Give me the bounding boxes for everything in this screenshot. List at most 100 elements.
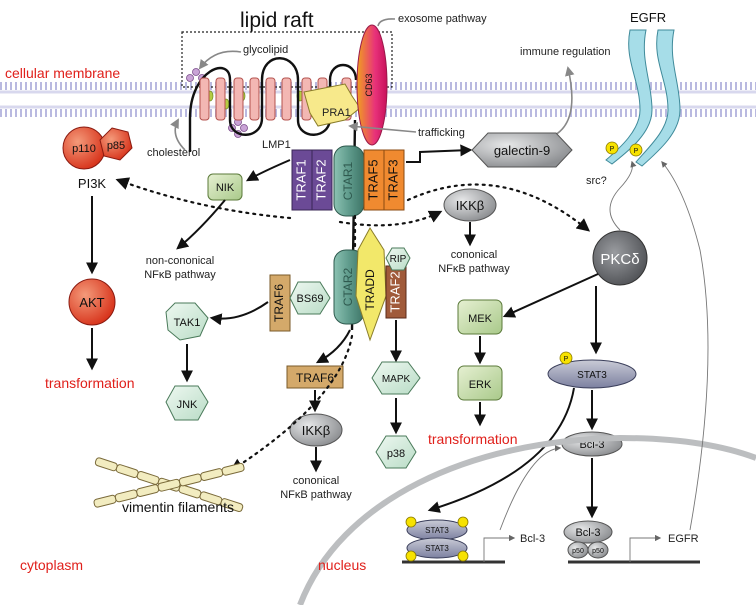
nucleus-label: nucleus [318, 557, 366, 573]
tak1-protein [165, 302, 209, 341]
nik-to-noncanonical-arrow [176, 199, 226, 250]
traf6-left-box [269, 274, 291, 332]
immune-label: immune regulation [520, 46, 611, 58]
erk-label: ERK [469, 379, 492, 391]
trafficking-label: trafficking [418, 127, 465, 139]
ikkb-bottom-label: IKKβ [302, 423, 330, 438]
cholesterol-pointer [170, 118, 186, 151]
nuclear-envelope [297, 434, 756, 605]
traf3-box [383, 149, 405, 211]
tak1-label: TAK1 [174, 317, 201, 329]
rip-label: RIP [390, 254, 407, 265]
traf2-box [311, 149, 333, 211]
traf3-to-galectin-arrow [406, 144, 473, 163]
stat3-to-nucleus-arrow [427, 387, 575, 513]
egfr-label: EGFR [630, 10, 666, 25]
stat3-nuclear-lower-label: STAT3 [425, 544, 449, 553]
transformation-label-left: transformation [45, 375, 134, 391]
trafficking-arrow [348, 121, 417, 133]
immune-arrow [554, 66, 575, 136]
bcl3-nuclear-protein [563, 520, 613, 544]
galectin9-label: galectin-9 [494, 143, 550, 158]
svg-text:P: P [564, 356, 569, 363]
traf2b-label: TRAF2 [387, 271, 402, 312]
p38-label: p38 [387, 448, 405, 460]
noncanonical-label-2: NFκB pathway [144, 269, 216, 281]
bcl3-nuclear-label: Bcl-3 [575, 527, 600, 539]
p110-label: p110 [72, 143, 96, 155]
rip-protein [385, 247, 411, 271]
mapk-protein [371, 361, 421, 395]
lipid-raft-label: lipid raft [240, 9, 314, 32]
canonical-top-label-1: cononical [451, 249, 497, 261]
traf6-bottom-box [286, 365, 344, 389]
p38-protein [375, 435, 417, 469]
pkcd-protein [592, 230, 648, 286]
canonical-top-label-2: NFκB pathway [438, 263, 510, 275]
cd63-label: CD63 [364, 73, 374, 96]
exosome-pointer [377, 18, 396, 27]
svg-text:P: P [634, 148, 639, 155]
jnk-protein [165, 385, 209, 421]
stat3-cyto-protein [547, 359, 637, 389]
pkcd-label: PKCδ [600, 251, 639, 268]
transformation-label-right: transformation [428, 431, 517, 447]
ctar1-to-pkcd-dotted [406, 183, 591, 232]
canonical-bottom-label-1: cononical [293, 475, 339, 487]
egfr-feedback-arrow [661, 161, 709, 531]
ctar2-label: CTAR2 [341, 267, 355, 306]
glycolipid-label: glycolipid [243, 44, 288, 56]
bs69-protein [289, 281, 331, 315]
pkcd-to-mek-arrow [502, 273, 599, 318]
egfr-phospho-sites: P P [605, 141, 643, 157]
svg-text:P: P [610, 146, 615, 153]
cholesterol-label: cholesterol [147, 147, 200, 159]
traf6-to-tak1-arrow [209, 301, 269, 326]
mapk-label: MAPK [382, 374, 411, 385]
bcl3-feedback-arrow [499, 445, 562, 531]
cd63-protein [356, 24, 388, 146]
traf2-label: TRAF2 [313, 159, 328, 200]
traf6-bottom-label: TRAF6 [296, 371, 334, 385]
p85-protein [99, 127, 133, 161]
bcl3-gene-label: Bcl-3 [520, 533, 545, 545]
canonical-bottom-label-2: NFκB pathway [280, 489, 352, 501]
ctar1-to-pi3k-dotted [115, 177, 292, 220]
stat3-nuclear-upper-label: STAT3 [425, 526, 449, 535]
mek-label: MEK [468, 313, 493, 325]
traf5-label: TRAF5 [365, 159, 380, 200]
p50-right-label: p50 [592, 548, 604, 555]
cytoplasm-label: cytoplasm [20, 557, 83, 573]
p85-label: p85 [107, 140, 125, 152]
ctar1-label: CTAR1 [341, 161, 355, 200]
ikkb-top-protein [443, 188, 497, 222]
traf-to-nik-arrow [245, 159, 291, 182]
bs69-label: BS69 [297, 293, 324, 305]
stat3-nuclear-lower [406, 537, 468, 559]
bcl3-gene-arrow [483, 534, 516, 562]
ctar1-to-ikkb-dotted [338, 210, 443, 227]
traf3-label: TRAF3 [385, 159, 400, 200]
pra1-label: PRA1 [322, 107, 351, 119]
tradd-label: TRADD [363, 269, 377, 311]
traf1-label: TRAF1 [293, 159, 308, 200]
akt-label: AKT [79, 295, 104, 310]
stat3-cyto-label: STAT3 [577, 370, 607, 381]
ikkb-bottom-protein [289, 413, 343, 447]
mek-box [457, 299, 503, 335]
noncanonical-label-1: non-cononical [146, 255, 215, 267]
galectin9-protein [471, 132, 573, 168]
vimentin-filaments [93, 457, 245, 513]
src-label: src? [586, 175, 607, 187]
pkcd-to-egfr-src-arrow [609, 160, 637, 231]
traf6-left-label: TRAF6 [272, 284, 286, 322]
glycolipid-pointer [198, 50, 242, 70]
jnk-label: JNK [177, 399, 198, 411]
ctar2-to-traf6-arrow [315, 329, 351, 364]
lmp1-label: LMP1 [262, 139, 291, 151]
nik-label: NIK [216, 182, 235, 194]
vimentin-label: vimentin filaments [122, 499, 234, 515]
p50-left-label: p50 [572, 548, 584, 555]
tradd-protein [355, 227, 387, 342]
